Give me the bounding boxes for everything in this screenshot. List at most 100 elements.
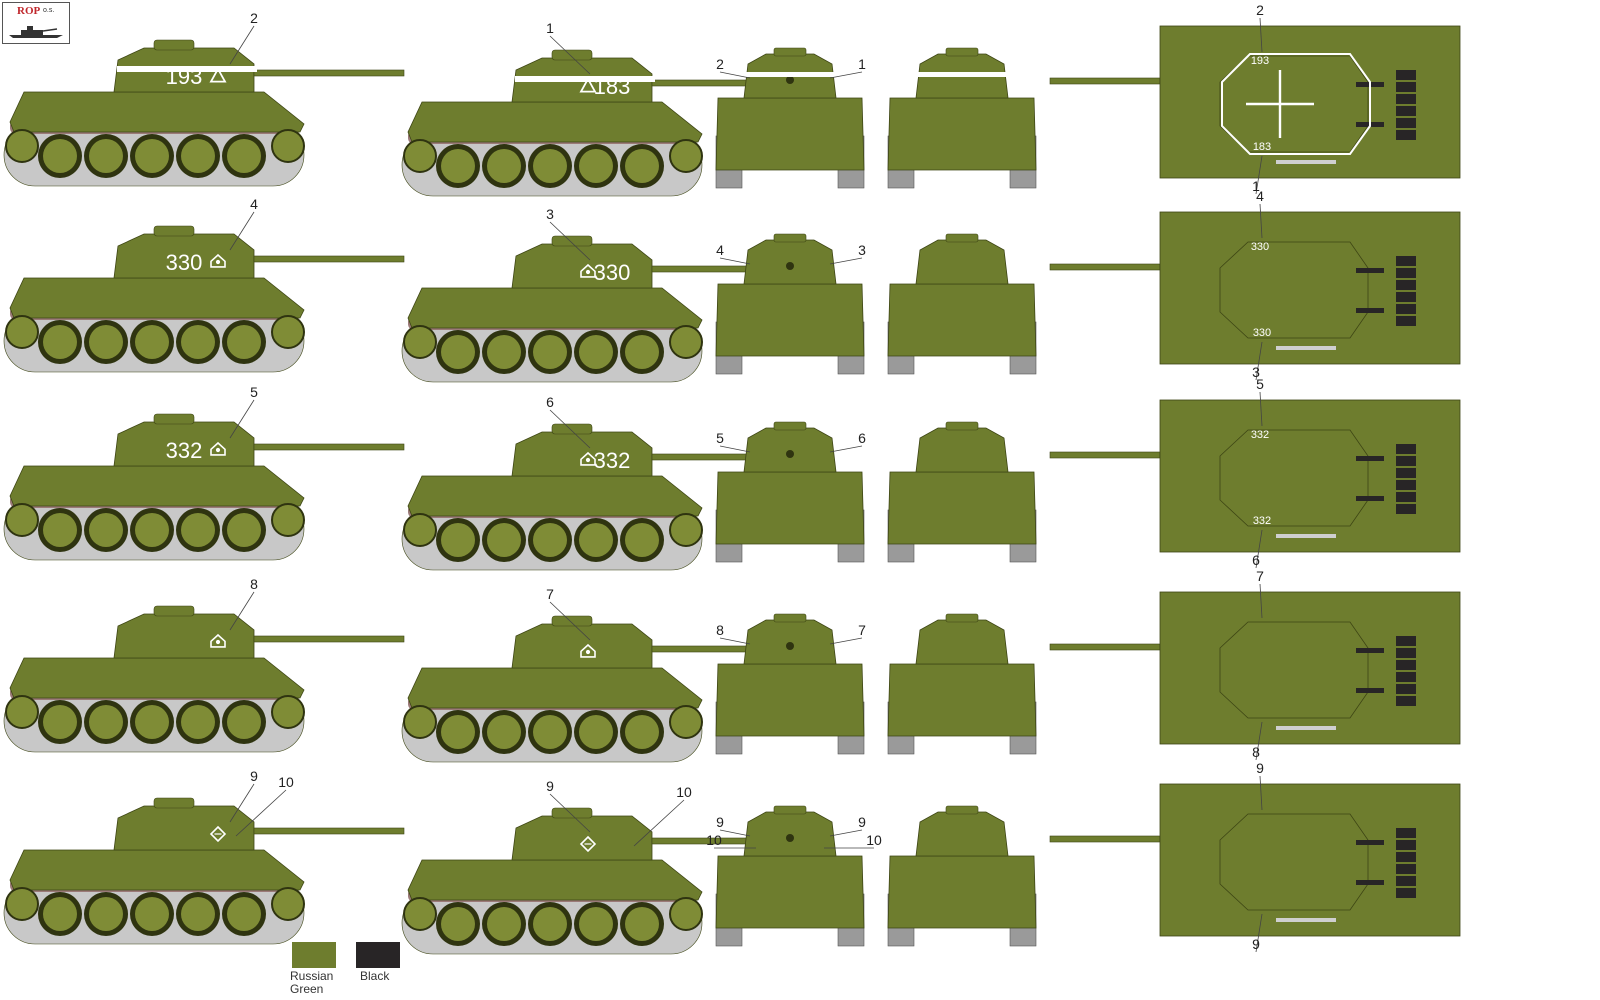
road-wheel-rim	[181, 897, 215, 931]
legend-label-black: Black	[360, 970, 389, 983]
road-wheel-rim	[441, 149, 475, 183]
vent	[1356, 268, 1384, 273]
callout-number: 6	[1252, 552, 1260, 568]
road-wheel-rim	[89, 139, 123, 173]
hull	[407, 667, 703, 709]
hut-emblem-icon	[580, 451, 596, 466]
engine-grille	[1396, 444, 1416, 454]
turret	[113, 613, 255, 659]
road-wheel-rim	[89, 513, 123, 547]
cupola	[551, 235, 593, 247]
gun-barrel	[253, 635, 405, 643]
idler-wheel	[403, 897, 437, 931]
callout-number: 2	[716, 56, 724, 72]
hull	[407, 287, 703, 329]
road-wheel-rim	[89, 325, 123, 359]
rear-view	[887, 805, 1037, 947]
vent	[1356, 308, 1384, 313]
callout-number: 4	[250, 196, 258, 212]
hull	[887, 855, 1037, 929]
gun-barrel	[253, 827, 405, 835]
road-wheel-rim	[579, 907, 613, 941]
road-wheel-rim	[89, 897, 123, 931]
leader-line	[549, 793, 591, 833]
rear-view	[887, 233, 1037, 375]
hut-emblem-icon	[210, 441, 226, 456]
callout-number: 3	[546, 206, 554, 222]
leader-line	[829, 445, 863, 453]
cupola	[153, 605, 195, 617]
callout-number: 9	[1252, 936, 1260, 952]
cupola	[945, 47, 979, 57]
top-view: 78	[1049, 568, 1461, 761]
callout-number: 3	[858, 242, 866, 258]
hull	[715, 855, 865, 929]
fender-strip	[1276, 160, 1336, 164]
hull	[887, 97, 1037, 171]
turret	[511, 243, 653, 289]
callout-number: 6	[858, 430, 866, 446]
side-view-a: 8	[3, 576, 405, 753]
callout-number: 9	[716, 814, 724, 830]
road-wheel-rim	[135, 325, 169, 359]
gun-barrel	[253, 443, 405, 451]
idler-wheel	[5, 887, 39, 921]
callout-number: 8	[716, 622, 724, 638]
cupola	[773, 805, 807, 815]
legend-label-line2: Green	[290, 982, 324, 996]
cupola	[773, 421, 807, 431]
road-wheel-rim	[625, 149, 659, 183]
leader-line	[719, 637, 751, 645]
callout-number: 6	[546, 394, 554, 410]
drive-sprocket	[271, 695, 305, 729]
leader-line	[829, 637, 863, 645]
callout-number: 8	[1252, 744, 1260, 760]
callout-number: 7	[1256, 568, 1264, 584]
leader-line	[1255, 529, 1263, 569]
cupola	[153, 39, 195, 51]
hull	[887, 471, 1037, 545]
leader-line	[1255, 721, 1263, 761]
leader-line	[719, 829, 751, 837]
engine-grille	[1396, 106, 1416, 116]
engine-grille	[1396, 268, 1416, 278]
hut-emblem-dot-icon	[585, 457, 591, 463]
road-wheel-rim	[181, 325, 215, 359]
drive-sprocket	[669, 139, 703, 173]
leader-line	[829, 257, 863, 265]
road-wheel-rim	[625, 715, 659, 749]
engine-grille	[1396, 852, 1416, 862]
legend-label-line1: Black	[360, 969, 390, 983]
top-decal-number: 193	[1251, 55, 1269, 67]
leader-line	[549, 601, 591, 641]
road-wheel-rim	[533, 335, 567, 369]
leader-line	[633, 799, 685, 847]
tactical-number: 183	[594, 74, 631, 99]
drive-sprocket	[669, 705, 703, 739]
engine-grille	[1396, 684, 1416, 694]
road-wheel-rim	[181, 513, 215, 547]
triangle-emblem-icon	[579, 77, 597, 93]
road-wheel-rim	[135, 705, 169, 739]
fender-strip	[1276, 918, 1336, 922]
hull	[9, 465, 305, 507]
cupola	[551, 49, 593, 61]
logo-text: ROP	[17, 5, 41, 17]
vent	[1356, 456, 1384, 461]
rear-view	[887, 421, 1037, 563]
gun-barrel	[253, 255, 405, 263]
gun-barrel	[1049, 263, 1161, 271]
idler-wheel	[5, 695, 39, 729]
cupola	[153, 413, 195, 425]
idler-wheel	[403, 513, 437, 547]
cupola	[945, 233, 979, 243]
engine-grille	[1396, 82, 1416, 92]
engine-grille	[1396, 456, 1416, 466]
idler-wheel	[403, 705, 437, 739]
cupola	[153, 797, 195, 809]
